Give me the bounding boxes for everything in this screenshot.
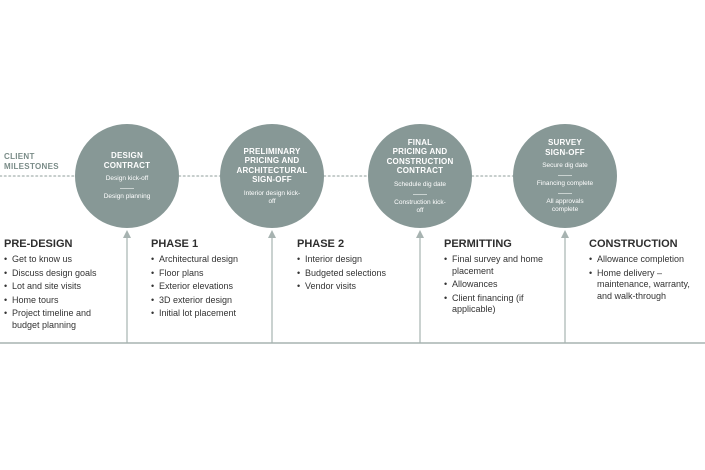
phase-item: 3D exterior design — [151, 295, 263, 307]
phase-item: Get to know us — [4, 254, 116, 266]
milestone-item: Construction kick-off — [394, 198, 446, 214]
milestone-item: Secure dig date — [542, 162, 588, 169]
milestone-item: Design kick-off — [105, 175, 149, 182]
milestone-divider — [558, 175, 572, 176]
phase-item: Vendor visits — [297, 281, 409, 293]
phase-item: Home delivery – maintenance, warranty, a… — [589, 268, 697, 303]
phase-item: Project timeline and budget planning — [4, 308, 116, 331]
phase-item: Discuss design goals — [4, 268, 116, 280]
arrow-head-icon — [268, 230, 276, 238]
phase-item: Final survey and home placement — [444, 254, 544, 277]
phase-item: Budgeted selections — [297, 268, 409, 280]
phase-title: PHASE 2 — [297, 238, 345, 250]
milestone-title-line: CONSTRUCTION — [386, 156, 454, 166]
milestone-title: PRELIMINARY PRICING AND ARCHITECTURAL SI… — [236, 147, 307, 185]
phase-construction: CONSTRUCTION Allowance completion Home d… — [589, 238, 697, 304]
milestone-title-line: ARCHITECTURAL — [236, 165, 308, 175]
phase-title: CONSTRUCTION — [589, 238, 678, 250]
phase-item: Allowance completion — [589, 254, 697, 266]
phase-2: PHASE 2 Interior design Budgeted selecti… — [297, 238, 409, 295]
phase-item: Lot and site visits — [4, 281, 116, 293]
milestone-item: Design planning — [103, 193, 151, 200]
phase-pre-design: PRE-DESIGN Get to know us Discuss design… — [4, 238, 116, 333]
phase-title: PHASE 1 — [151, 238, 199, 250]
milestone-preliminary-pricing: PRELIMINARY PRICING AND ARCHITECTURAL SI… — [220, 124, 324, 228]
phase-title: PERMITTING — [444, 238, 512, 250]
milestone-divider — [120, 188, 134, 189]
milestone-final-pricing: FINAL PRICING AND CONSTRUCTION CONTRACT … — [368, 124, 472, 228]
phase-item: Interior design — [297, 254, 409, 266]
milestone-title-line: SIGN-OFF — [545, 147, 585, 157]
phase-item: Initial lot placement — [151, 308, 263, 320]
phase-1: PHASE 1 Architectural design Floor plans… — [151, 238, 263, 322]
milestone-item: Schedule dig date — [393, 180, 447, 188]
phase-item: Allowances — [444, 279, 544, 291]
arrow-head-icon — [561, 230, 569, 238]
phase-item: Client financing (if applicable) — [444, 293, 544, 316]
milestone-title-line: FINAL — [407, 137, 433, 147]
phase-title: PRE-DESIGN — [4, 238, 73, 250]
phase-item: Exterior elevations — [151, 281, 263, 293]
arrow-head-icon — [123, 230, 131, 238]
phase-item-list: Architectural design Floor plans Exterio… — [151, 254, 263, 320]
milestone-title-line: PRELIMINARY — [243, 146, 301, 156]
phase-item: Home tours — [4, 295, 116, 307]
phase-item-list: Get to know us Discuss design goals Lot … — [4, 254, 116, 331]
milestone-item: Financing complete — [536, 180, 594, 187]
milestone-design-contract: DESIGN CONTRACT Design kick-off Design p… — [75, 124, 179, 228]
phase-permitting: PERMITTING Final survey and home placeme… — [444, 238, 544, 318]
arrow-head-icon — [416, 230, 424, 238]
milestone-item: All approvals complete — [546, 198, 584, 213]
milestone-divider — [413, 193, 427, 195]
milestone-title: FINAL PRICING AND CONSTRUCTION CONTRACT — [387, 138, 454, 176]
milestone-title: SURVEY SIGN-OFF — [545, 138, 585, 157]
milestone-item: Interior design kick-off — [243, 189, 301, 205]
milestone-title-line: SIGN-OFF — [252, 175, 292, 184]
phase-item-list: Final survey and home placement Allowanc… — [444, 254, 544, 316]
phase-item-list: Interior design Budgeted selections Vend… — [297, 254, 409, 293]
milestone-survey-sign-off: SURVEY SIGN-OFF Secure dig date Financin… — [513, 124, 617, 228]
milestone-title-line: DESIGN — [111, 151, 143, 160]
milestone-title-line: CONTRACT — [396, 166, 444, 175]
phase-item-list: Allowance completion Home delivery – mai… — [589, 254, 697, 302]
client-milestones-label: CLIENT MILESTONES — [4, 152, 59, 172]
milestone-title-line: PRICING AND — [244, 156, 300, 165]
client-label-line1: CLIENT — [4, 152, 35, 161]
client-label-line2: MILESTONES — [4, 162, 59, 171]
milestone-divider — [558, 193, 572, 194]
milestone-title: DESIGN CONTRACT — [104, 151, 150, 170]
milestone-title-line: CONTRACT — [103, 160, 151, 170]
phase-item: Floor plans — [151, 268, 263, 280]
milestone-title-line: SURVEY — [548, 138, 582, 147]
phase-item: Architectural design — [151, 254, 263, 266]
milestone-title-line: PRICING AND — [392, 147, 448, 156]
